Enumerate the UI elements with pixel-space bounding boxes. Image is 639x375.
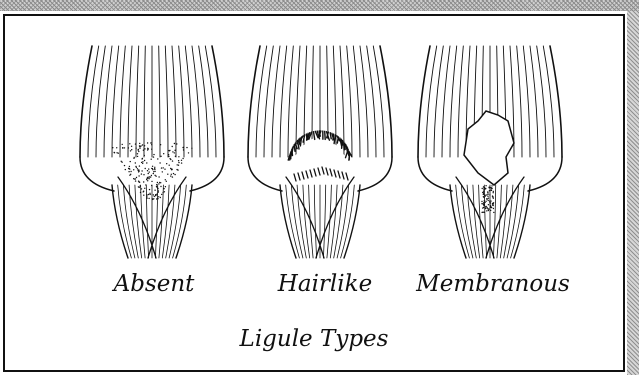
ligule-membranous-illustration <box>418 46 562 258</box>
label-hairlike: Hairlike <box>278 271 372 297</box>
label-membranous: Membranous <box>416 271 570 297</box>
label-absent: Absent <box>114 271 195 297</box>
ligule-hairlike-illustration <box>248 46 392 258</box>
ligule-absent-illustration <box>80 46 224 258</box>
figure-caption: Ligule Types <box>240 326 389 352</box>
